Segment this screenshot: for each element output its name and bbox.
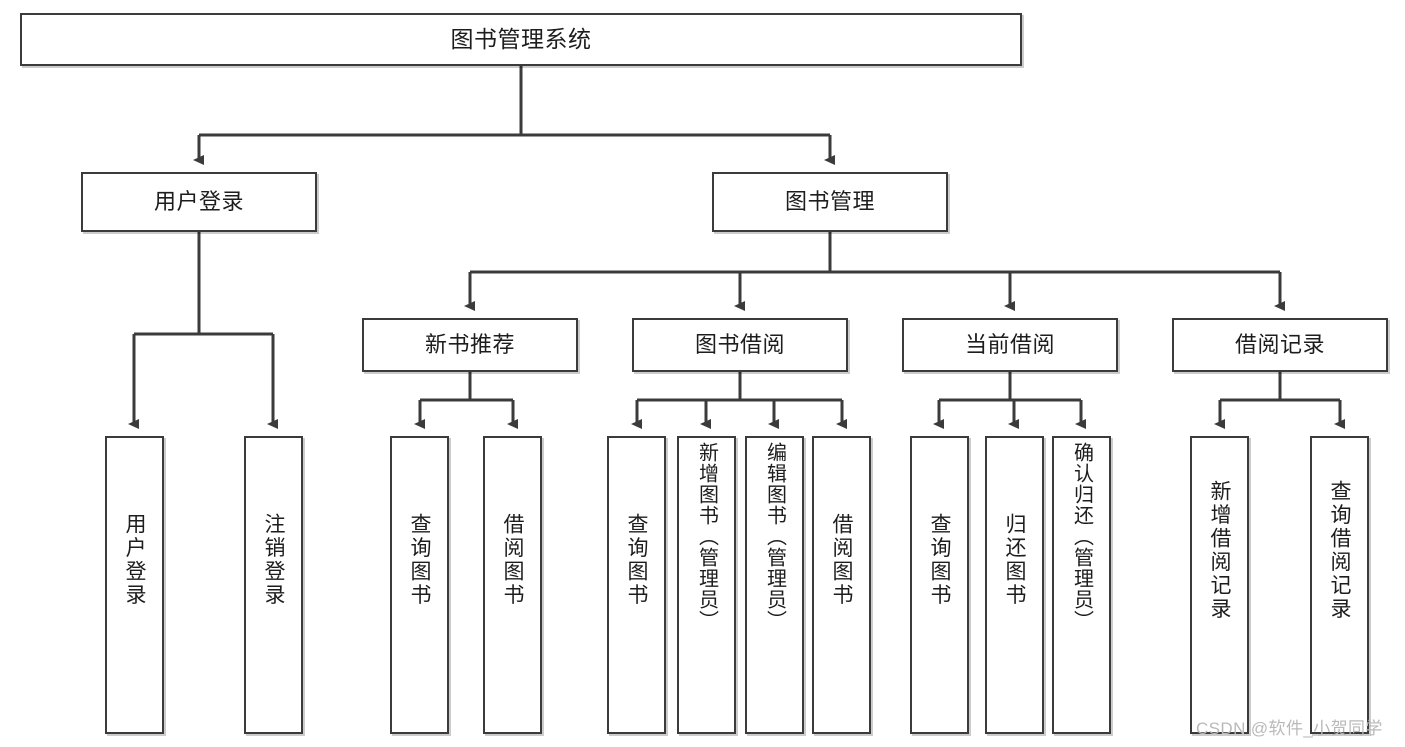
node-leaf-query-record[interactable]: 查询借阅记录: [1310, 436, 1369, 734]
node-borrow-record[interactable]: 借阅记录: [1172, 318, 1388, 372]
node-label: 查询图书: [408, 513, 431, 607]
node-leaf-borrow-book-2[interactable]: 借阅图书: [812, 436, 871, 734]
node-leaf-query-book-2[interactable]: 查询图书: [607, 436, 666, 734]
node-label: 查询借阅记录: [1328, 480, 1351, 621]
node-label: 注销登录: [262, 513, 285, 607]
node-label: 借阅图书: [830, 513, 853, 607]
node-label: 新增借阅记录: [1208, 480, 1231, 621]
node-label: 当前借阅: [964, 332, 1055, 358]
node-leaf-add-record[interactable]: 新增借阅记录: [1190, 436, 1249, 734]
node-leaf-confirm-return[interactable]: 确认归还（管理员）: [1052, 436, 1111, 734]
node-leaf-return-book[interactable]: 归还图书: [985, 436, 1044, 734]
node-user-login[interactable]: 用户登录: [81, 172, 317, 232]
node-book-borrow[interactable]: 图书借阅: [632, 318, 848, 372]
node-leaf-user-login[interactable]: 用户登录: [105, 436, 164, 734]
node-current-borrow[interactable]: 当前借阅: [902, 318, 1118, 372]
node-label: 新书推荐: [424, 332, 515, 358]
node-leaf-query-book-1[interactable]: 查询图书: [390, 436, 449, 734]
node-label: 图书管理系统: [450, 26, 592, 53]
node-label: 查询图书: [928, 513, 951, 607]
node-leaf-borrow-book-1[interactable]: 借阅图书: [483, 436, 542, 734]
node-leaf-user-logout[interactable]: 注销登录: [244, 436, 303, 734]
node-label: 归还图书: [1003, 513, 1026, 607]
node-label: 确认归还（管理员）: [1070, 442, 1093, 631]
node-leaf-edit-book[interactable]: 编辑图书（管理员）: [745, 436, 804, 734]
node-label: 借阅记录: [1234, 332, 1325, 358]
node-book-management[interactable]: 图书管理: [712, 172, 948, 232]
node-new-book-recommend[interactable]: 新书推荐: [362, 318, 578, 372]
node-leaf-query-book-3[interactable]: 查询图书: [910, 436, 969, 734]
node-leaf-add-book[interactable]: 新增图书（管理员）: [677, 436, 736, 734]
node-label: 查询图书: [625, 513, 648, 607]
csdn-watermark: CSDN @软件_小贺同学: [1196, 719, 1383, 738]
node-label: 新增图书（管理员）: [695, 442, 718, 631]
node-label: 图书借阅: [694, 332, 785, 358]
node-label: 用户登录: [153, 189, 244, 215]
node-label: 用户登录: [123, 513, 146, 607]
node-label: 图书管理: [784, 189, 875, 215]
node-label: 编辑图书（管理员）: [763, 442, 786, 631]
node-book-management-system[interactable]: 图书管理系统: [20, 13, 1022, 66]
node-label: 借阅图书: [501, 513, 524, 607]
